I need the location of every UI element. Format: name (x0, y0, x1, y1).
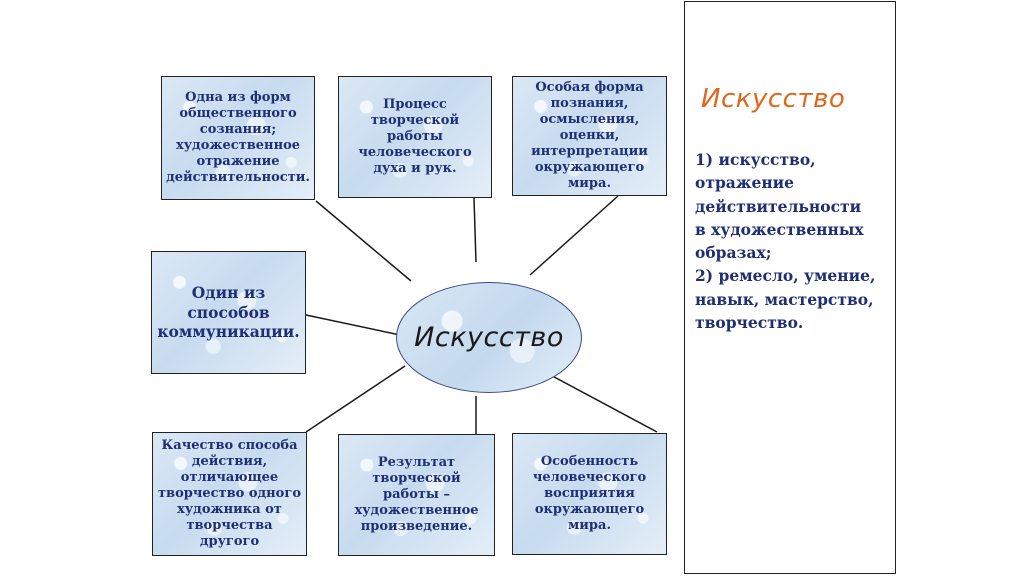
box-text-line: сознания; (199, 122, 277, 138)
box-text-line: художника от (177, 501, 282, 517)
box-bottom-right: Особенность человеческого восприятия окр… (512, 433, 667, 555)
box-text-line: Результат (377, 455, 456, 471)
connector-bottom-left (305, 365, 406, 433)
panel-text-line: навык, мастерство, (695, 289, 874, 309)
box-text-line: оценки, (559, 128, 620, 144)
panel-text-line: в художественных (695, 219, 864, 239)
box-bottom-middle: Результат творческой работы – художестве… (338, 434, 495, 556)
box-text-line: познания, (550, 96, 629, 112)
box-text-line: коммуникации. (157, 322, 300, 342)
panel-title: Искусство (701, 84, 846, 114)
box-text-line: творческой (372, 471, 461, 487)
box-top-middle: Процесс творческой работы человеческого … (338, 76, 492, 198)
box-text-line: Особая форма (535, 80, 644, 96)
box-text-line: духа и рук. (373, 160, 457, 176)
box-top-right: Особая форма познания, осмысления, оценк… (512, 76, 667, 196)
box-text-line: отличающее (180, 470, 279, 486)
connector-top-middle (473, 197, 477, 263)
box-middle-left: Один из способов коммуникации. (151, 251, 306, 374)
box-text-line: Один из способов (187, 283, 270, 322)
box-text-line: интерпретации (531, 143, 648, 159)
box-text-line: творчества другого (186, 517, 273, 549)
box-text-line: работы (387, 129, 443, 145)
panel-text-line: 1) искусство, (695, 150, 816, 169)
box-text-line: художественное (354, 502, 479, 518)
box-text-line: творчество одного (158, 486, 301, 502)
box-text-line: творческой (370, 113, 460, 129)
center-label: Искусство (414, 322, 564, 353)
box-bottom-left: Качество способа действия, отличающее тв… (152, 432, 307, 556)
box-text-line: Качество способа (161, 438, 298, 454)
panel-text-line: 2) ремесло, умение, (695, 266, 876, 286)
box-text-line: работы – (383, 487, 450, 503)
box-text-line: общественного (179, 106, 297, 122)
panel-text-line: творчество. (695, 312, 804, 332)
box-text-line: человеческого (532, 470, 647, 486)
box-text-line: действительности. (166, 169, 310, 185)
box-text-line: действия, (191, 454, 268, 470)
connector-top-left (315, 200, 412, 282)
panel-text-line: образах; (695, 243, 772, 262)
box-text-line: произведение. (360, 518, 473, 534)
definition-panel: Искусство 1) искусство, отражение действ… (684, 1, 896, 574)
connector-middle-left (305, 314, 401, 336)
box-text-line: окружающего мира. (534, 159, 645, 191)
center-node: Искусство (396, 282, 582, 393)
box-text-line: окружающего мира. (534, 501, 645, 533)
connector-top-right (529, 195, 619, 276)
connector-bottom-right (542, 370, 658, 433)
box-text-line: человеческого (358, 144, 472, 160)
box-text-line: Одна из форм (185, 90, 291, 106)
panel-text-line: отражение (695, 173, 795, 193)
panel-definition-text: 1) искусство, отражение действительности… (695, 148, 890, 334)
box-top-left: Одна из форм общественного сознания; худ… (161, 76, 315, 200)
box-text-line: художественное (175, 138, 301, 153)
box-text-line: восприятия (544, 486, 635, 502)
box-text-line: отражение (196, 153, 280, 169)
box-text-line: осмысления, (539, 112, 640, 128)
panel-text-line: действительности (695, 196, 862, 216)
box-text-line: Процесс (383, 97, 447, 113)
box-text-line: Особенность (540, 454, 639, 470)
